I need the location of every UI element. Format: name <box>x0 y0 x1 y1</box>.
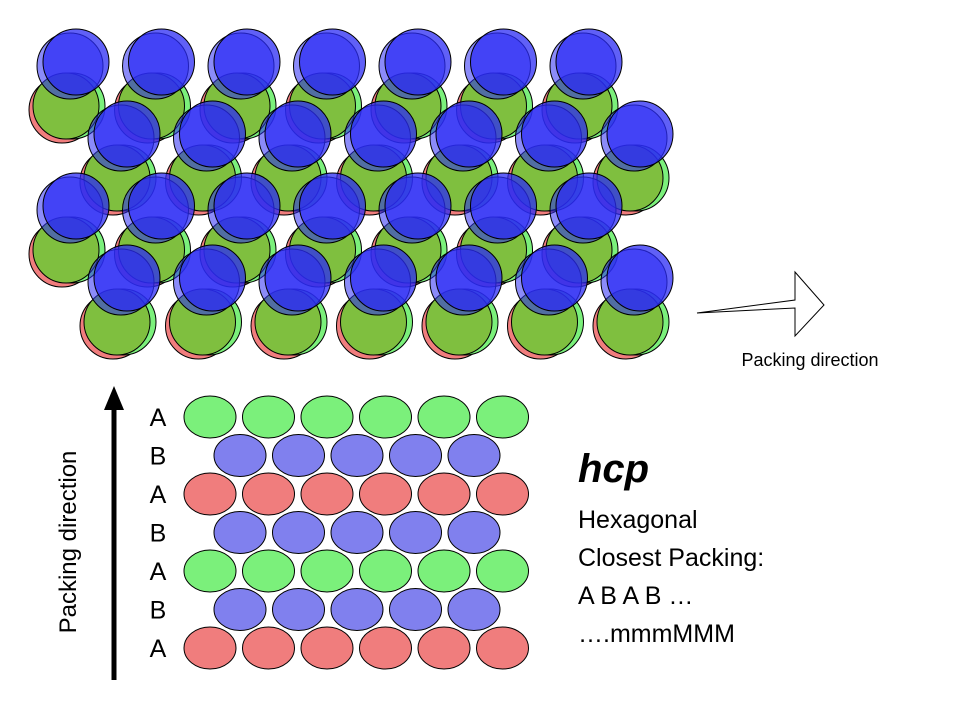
top-sphere-blue <box>350 244 417 312</box>
layer-sphere-a <box>476 395 529 439</box>
layer-sphere-a <box>300 472 354 516</box>
bottom-layer-rows <box>183 395 529 670</box>
layer-sphere-a <box>300 549 354 593</box>
top-sphere-blue <box>606 100 674 168</box>
top-sphere-blue <box>299 172 366 240</box>
layer-letter: A <box>150 481 167 509</box>
layer-sphere-a <box>417 472 471 516</box>
layer-sphere-a <box>242 395 295 439</box>
top-sphere-blue <box>384 172 452 240</box>
packing-direction-arrow-right <box>696 270 825 338</box>
caption-line-3: A B A B … <box>578 582 693 610</box>
layer-sphere-a <box>359 472 412 516</box>
caption-line-2: Closest Packing: <box>578 544 764 572</box>
caption-line-4: ….mmmMMM <box>578 620 735 648</box>
layer-sphere-a <box>183 549 237 593</box>
top-sphere-blue <box>128 172 195 240</box>
layer-sphere-a <box>359 395 412 439</box>
layer-sphere-b <box>272 434 325 477</box>
layer-sphere-a <box>300 626 354 670</box>
layer-sphere-b <box>330 588 384 631</box>
top-sphere-blue <box>606 244 674 312</box>
caption-title: hcp <box>578 447 649 491</box>
top-sphere-blue <box>521 244 588 312</box>
layer-sphere-b <box>272 511 325 554</box>
top-sphere-blue <box>93 100 161 168</box>
top-sphere-blue <box>179 244 246 312</box>
top-sphere-blue <box>470 172 537 240</box>
layer-sphere-b <box>447 511 501 554</box>
caption: hcp Hexagonal Closest Packing: A B A B …… <box>578 447 764 648</box>
top-sphere-blue <box>42 28 110 96</box>
layer-sphere-b <box>272 588 325 631</box>
packing-direction-arrow-up <box>104 386 124 680</box>
top-sphere-blue <box>42 172 110 240</box>
top-sphere-blue <box>521 100 588 168</box>
top-sphere-blue <box>350 100 417 168</box>
layer-sphere-b <box>389 588 442 631</box>
layer-letter: A <box>150 404 167 432</box>
top-sphere-blue <box>299 28 366 96</box>
layer-sphere-b <box>330 434 384 477</box>
layer-sphere-b <box>213 588 267 631</box>
layer-sphere-a <box>417 549 471 593</box>
caption-line-1: Hexagonal <box>578 506 698 534</box>
layer-sphere-a <box>476 549 529 593</box>
layer-sphere-a <box>359 549 412 593</box>
layer-sphere-a <box>242 549 295 593</box>
top-sphere-blue <box>435 244 503 312</box>
top-sphere-blue <box>93 244 161 312</box>
top-sphere-blue <box>213 172 281 240</box>
layer-sphere-a <box>476 472 529 516</box>
top-sphere-blue <box>555 28 623 96</box>
layer-sphere-a <box>417 395 471 439</box>
layer-sphere-a <box>476 626 529 670</box>
side-packing-direction-label: Packing direction <box>55 451 82 634</box>
layer-sphere-a <box>300 395 354 439</box>
layer-sphere-a <box>417 626 471 670</box>
layer-sphere-a <box>242 626 295 670</box>
top-sphere-blue <box>384 28 452 96</box>
layer-letter: B <box>150 520 167 548</box>
top-sphere-blue <box>435 100 503 168</box>
top-sphere-blue <box>128 28 195 96</box>
layer-sphere-a <box>242 472 295 516</box>
layer-letter: B <box>150 597 167 625</box>
top-sphere-blue <box>470 28 537 96</box>
layer-letter: B <box>150 443 167 471</box>
layer-sphere-b <box>447 434 501 477</box>
layer-sphere-b <box>213 434 267 477</box>
top-sphere-blue <box>555 172 623 240</box>
top-sphere-blue <box>264 100 332 168</box>
layer-sphere-b <box>330 511 384 554</box>
top-packing-illustration <box>28 28 674 360</box>
layer-sphere-a <box>183 472 237 516</box>
top-sphere-blue <box>213 28 281 96</box>
layer-sphere-a <box>183 395 237 439</box>
layer-sphere-b <box>447 588 501 631</box>
layer-sphere-b <box>389 434 442 477</box>
top-sphere-blue <box>264 244 332 312</box>
layer-sphere-a <box>359 626 412 670</box>
top-sphere-blue <box>179 100 246 168</box>
top-packing-direction-label: Packing direction <box>741 350 878 370</box>
layer-sphere-a <box>183 626 237 670</box>
layer-letter: A <box>150 558 167 586</box>
layer-sphere-b <box>389 511 442 554</box>
layer-sphere-b <box>213 511 267 554</box>
layer-letter: A <box>150 635 167 663</box>
